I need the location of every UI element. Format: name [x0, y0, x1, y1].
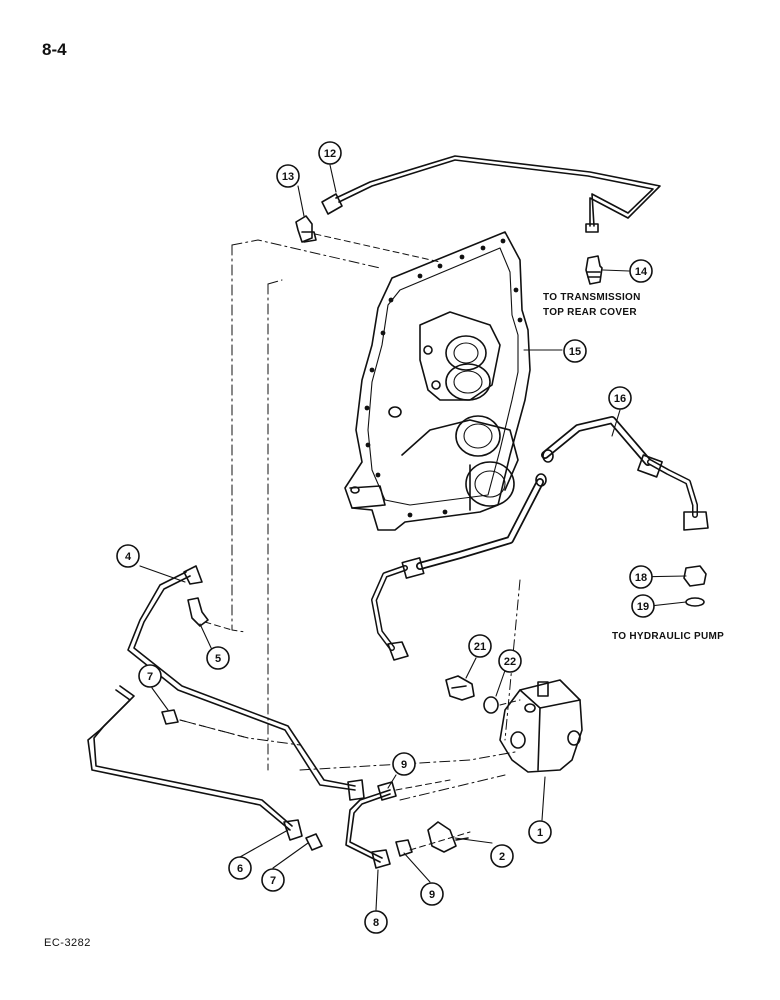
- fitting-14: [585, 255, 603, 285]
- callout-19: 19: [631, 594, 655, 618]
- callout-5-label: 5: [215, 653, 221, 665]
- callout-4-label: 4: [125, 551, 132, 563]
- elbow-fitting-13: [295, 215, 317, 243]
- hose-16: [541, 416, 709, 531]
- callout-leaders: [139, 164, 687, 911]
- callouts: 1 2 4 5 6 7 7 8 9 9 12 13 14 15 16 18 19…: [116, 141, 655, 934]
- elbow-fitting-7-lower: [305, 833, 323, 851]
- callout-15: 15: [563, 339, 587, 363]
- callout-7-lower: 7: [261, 868, 285, 892]
- tube-8: [345, 789, 391, 869]
- callout-19-label: 19: [637, 601, 649, 613]
- callout-2: 2: [490, 844, 514, 868]
- callout-22: 22: [498, 649, 522, 673]
- callout-4: 4: [116, 544, 140, 568]
- note-line-2: TOP REAR COVER: [543, 307, 637, 318]
- tube-6: [87, 685, 303, 841]
- callout-22-label: 22: [504, 656, 516, 668]
- callout-2-label: 2: [499, 851, 505, 863]
- callout-7-upper-label: 7: [147, 671, 153, 683]
- figure-code: EC-3282: [44, 937, 91, 949]
- rear-housing-cover: [344, 231, 531, 531]
- fitting-2: [427, 821, 469, 853]
- callout-8-label: 8: [373, 917, 379, 929]
- fitting-21: [445, 675, 475, 701]
- fitting-18: [683, 565, 707, 587]
- fitting-7-upper: [161, 709, 179, 725]
- callout-6: 6: [228, 856, 252, 880]
- hose-lower: [371, 473, 547, 661]
- callout-1: 1: [528, 820, 552, 844]
- callout-12: 12: [318, 141, 342, 165]
- callout-7-lower-label: 7: [270, 875, 276, 887]
- o-ring-22: [483, 696, 499, 714]
- callout-7-upper: 7: [138, 664, 162, 688]
- callout-9-upper-label: 9: [401, 759, 407, 771]
- callout-18: 18: [629, 565, 653, 589]
- fitting-9-upper: [377, 781, 397, 801]
- callout-16: 16: [608, 386, 632, 410]
- callout-12-label: 12: [324, 148, 336, 160]
- callout-13: 13: [276, 164, 300, 188]
- o-ring-19: [685, 597, 705, 607]
- callout-14-label: 14: [635, 266, 648, 278]
- page-number: 8-4: [42, 40, 67, 59]
- callout-8: 8: [364, 910, 388, 934]
- callout-9-lower-label: 9: [429, 889, 435, 901]
- callout-9-lower: 9: [420, 882, 444, 906]
- leader-lines: [179, 233, 521, 851]
- callout-9-upper: 9: [392, 752, 416, 776]
- tube-4: [127, 565, 365, 801]
- callout-21-label: 21: [474, 641, 486, 653]
- fitting-9-lower: [395, 839, 413, 857]
- callout-6-label: 6: [237, 863, 243, 875]
- note-to-hydraulic-pump: TO HYDRAULIC PUMP: [612, 631, 725, 642]
- phantom-housing-outline: [179, 239, 521, 801]
- note-to-transmission: TO TRANSMISSION TOP REAR COVER: [543, 290, 641, 320]
- flange-bolt-holes: [364, 238, 523, 518]
- callout-21: 21: [468, 634, 492, 658]
- callout-5: 5: [206, 646, 230, 670]
- callout-14: 14: [629, 259, 653, 283]
- note-line-1: TO TRANSMISSION: [543, 292, 641, 303]
- callout-13-label: 13: [282, 171, 294, 183]
- control-valve-1: [499, 679, 583, 773]
- elbow-fitting-5: [187, 597, 209, 627]
- callout-1-label: 1: [537, 827, 543, 839]
- callout-15-label: 15: [569, 346, 581, 358]
- callout-16-label: 16: [614, 393, 626, 405]
- callout-18-label: 18: [635, 572, 647, 584]
- tube-12: [321, 155, 661, 233]
